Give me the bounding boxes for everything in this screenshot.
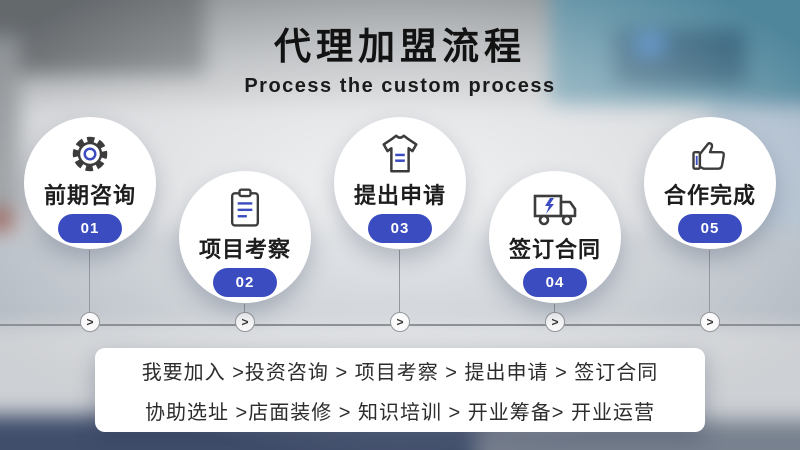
step-circle-2: 项目考察 02 [179, 171, 311, 303]
connector-1 [89, 250, 90, 312]
clipboard-icon [223, 185, 267, 231]
step-circle-5: 合作完成 05 [644, 117, 776, 249]
tshirt-icon [377, 131, 423, 177]
step-number-badge: 04 [523, 268, 587, 297]
panel-line-1: 我要加入 >投资咨询 > 项目考察 > 提出申请 > 签订合同 [141, 361, 659, 384]
step-label: 合作完成 [663, 183, 756, 208]
step-label: 前期咨询 [43, 183, 136, 208]
header: 代理加盟流程 Process the custom process [0, 16, 800, 98]
panel-line-2: 协助选址 >店面装修 > 知识培训 > 开业筹备> 开业运营 [144, 401, 656, 424]
step-label: 项目考察 [198, 237, 291, 262]
step-number-badge: 03 [368, 214, 432, 243]
connector-2 [244, 304, 245, 313]
timeline-arrow-4: > [545, 312, 565, 332]
step-2: 项目考察 02 [179, 171, 311, 303]
process-summary-panel: 我要加入 >投资咨询 > 项目考察 > 提出申请 > 签订合同 协助选址 >店面… [95, 348, 705, 432]
step-circle-4: 签订合同 04 [489, 171, 621, 303]
step-5: 合作完成 05 [644, 117, 776, 249]
step-circle-3: 提出申请 03 [334, 117, 466, 249]
gear-icon [67, 131, 113, 177]
step-circle-1: 前期咨询 01 [24, 117, 156, 249]
step-3: 提出申请 03 [334, 117, 466, 249]
timeline-arrow-1: > [80, 312, 100, 332]
step-label: 提出申请 [353, 183, 446, 208]
thumbs-up-icon [688, 131, 732, 177]
step-number-badge: 02 [213, 268, 277, 297]
timeline-arrow-3: > [390, 312, 410, 332]
connector-4 [554, 304, 555, 313]
timeline-arrow-2: > [235, 312, 255, 332]
page-title: 代理加盟流程 [274, 26, 526, 67]
connector-3 [399, 250, 400, 312]
connector-5 [709, 250, 710, 312]
step-number-badge: 01 [58, 214, 122, 243]
truck-icon [531, 185, 579, 231]
step-label: 签订合同 [508, 237, 601, 262]
step-1: 前期咨询 01 [24, 117, 156, 249]
step-number-badge: 05 [678, 214, 742, 243]
timeline-arrow-5: > [700, 312, 720, 332]
step-4: 签订合同 04 [489, 171, 621, 303]
page-subtitle: Process the custom process [244, 75, 556, 97]
